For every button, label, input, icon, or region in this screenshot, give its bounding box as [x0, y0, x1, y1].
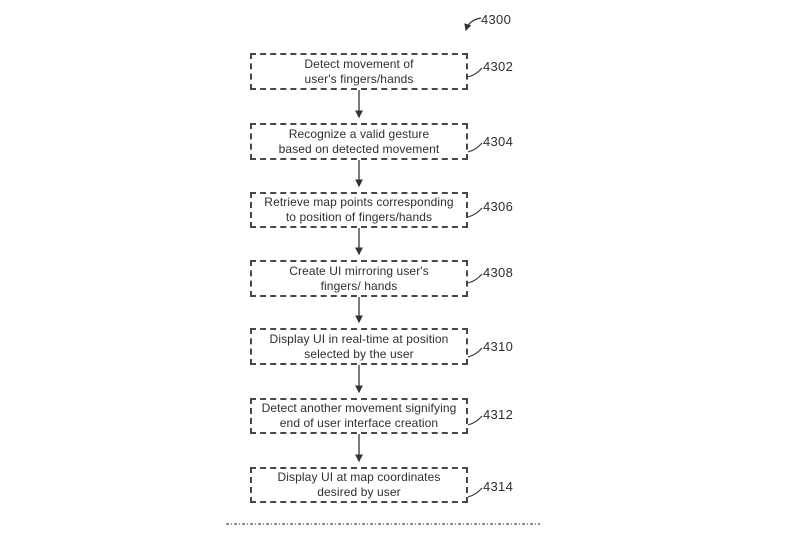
step-text: Display UI at map coordinates desired by…: [277, 470, 441, 499]
step-text: Detect movement of user's fingers/hands: [304, 56, 414, 86]
bottom-separator-line: [226, 523, 540, 525]
step-text: Display UI in real-time at position sele…: [269, 331, 449, 361]
figure-reference-arrow: [464, 17, 482, 32]
flow-step-box: Display UI at map coordinates desired by…: [250, 467, 468, 503]
flow-step-box: Detect another movement signifying end o…: [250, 398, 468, 434]
flow-step-box: Recognize a valid gesture based on detec…: [250, 123, 468, 160]
ref-label: 4310: [483, 339, 514, 354]
ref-label: 4308: [483, 265, 514, 280]
flow-step-box: Create UI mirroring user's fingers/ hand…: [250, 260, 468, 297]
ref-label: 4302: [483, 59, 514, 74]
leader-line: [467, 415, 483, 426]
figure-reference-label: 4300: [481, 12, 512, 27]
flow-step-box: Retrieve map points corresponding to pos…: [250, 192, 468, 228]
step-text: Detect another movement signifying end o…: [261, 401, 457, 430]
leader-line: [467, 67, 483, 78]
leader-line: [467, 142, 483, 153]
ref-label: 4314: [483, 479, 514, 494]
step-text: Recognize a valid gesture based on detec…: [278, 126, 440, 156]
leader-line: [467, 487, 483, 498]
leader-line: [467, 207, 483, 218]
ref-label: 4304: [483, 134, 514, 149]
step-text: Create UI mirroring user's fingers/ hand…: [289, 263, 429, 293]
ref-label: 4312: [483, 407, 514, 422]
flow-step-box: Detect movement of user's fingers/hands: [250, 53, 468, 90]
flow-step-box: Display UI in real-time at position sele…: [250, 328, 468, 365]
leader-line: [467, 347, 483, 358]
ref-label: 4306: [483, 199, 514, 214]
step-text: Retrieve map points corresponding to pos…: [264, 195, 454, 224]
leader-line: [467, 273, 483, 284]
